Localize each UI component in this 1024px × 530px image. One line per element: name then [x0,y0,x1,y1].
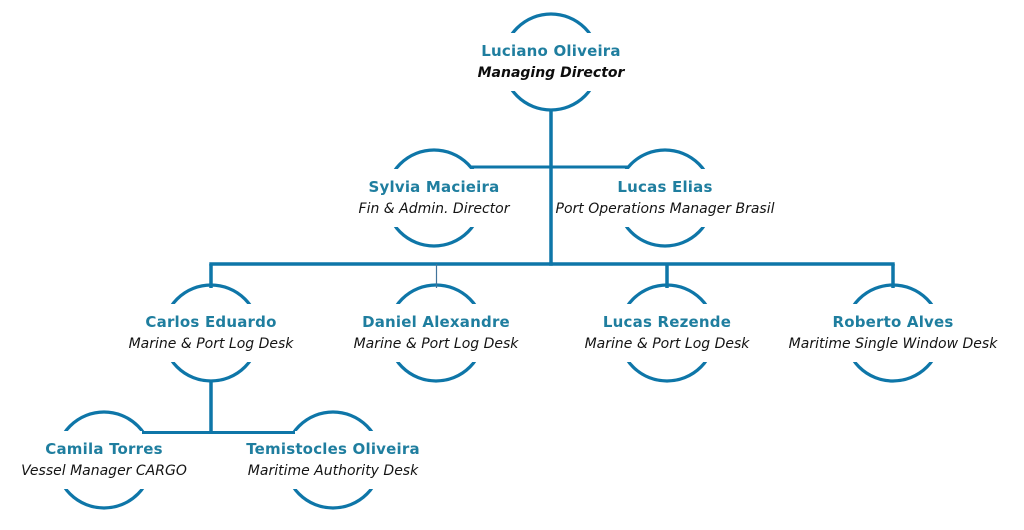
person-title: Marine & Port Log Desk [584,336,750,352]
person-title: Port Operations Manager Brasil [555,201,775,217]
person-name: Luciano Oliveira [481,42,621,60]
person-title: Vessel Manager CARGO [21,463,187,479]
person-name: Sylvia Macieira [368,178,500,196]
org-node-luciano-oliveira: Luciano Oliveira Managing Director [469,33,633,91]
person-title: Maritime Single Window Desk [788,336,998,352]
org-node-lucas-rezende: Lucas Rezende Marine & Port Log Desk [576,304,758,362]
org-node-daniel-alexandre: Daniel Alexandre Marine & Port Log Desk [345,304,527,362]
person-name: Lucas Elias [617,178,713,196]
person-title: Marine & Port Log Desk [353,336,519,352]
person-title: Maritime Authority Desk [247,463,419,479]
person-title: Marine & Port Log Desk [128,336,294,352]
person-name: Lucas Rezende [602,313,732,331]
org-node-temistocles-oliveira: Temistocles Oliveira Maritime Authority … [238,431,428,489]
person-title: Fin & Admin. Director [358,201,510,217]
org-node-carlos-eduardo: Carlos Eduardo Marine & Port Log Desk [120,304,302,362]
person-name: Carlos Eduardo [145,313,277,331]
person-name: Temistocles Oliveira [246,440,420,458]
person-name: Camila Torres [45,440,163,458]
person-title: Managing Director [477,65,625,81]
org-node-camila-torres: Camila Torres Vessel Manager CARGO [13,431,195,489]
person-name: Roberto Alves [832,313,954,331]
person-name: Daniel Alexandre [362,313,510,331]
org-node-roberto-alves: Roberto Alves Maritime Single Window Des… [780,304,1006,362]
org-node-lucas-elias: Lucas Elias Port Operations Manager Bras… [547,169,783,227]
org-node-sylvia-macieira: Sylvia Macieira Fin & Admin. Director [350,169,518,227]
